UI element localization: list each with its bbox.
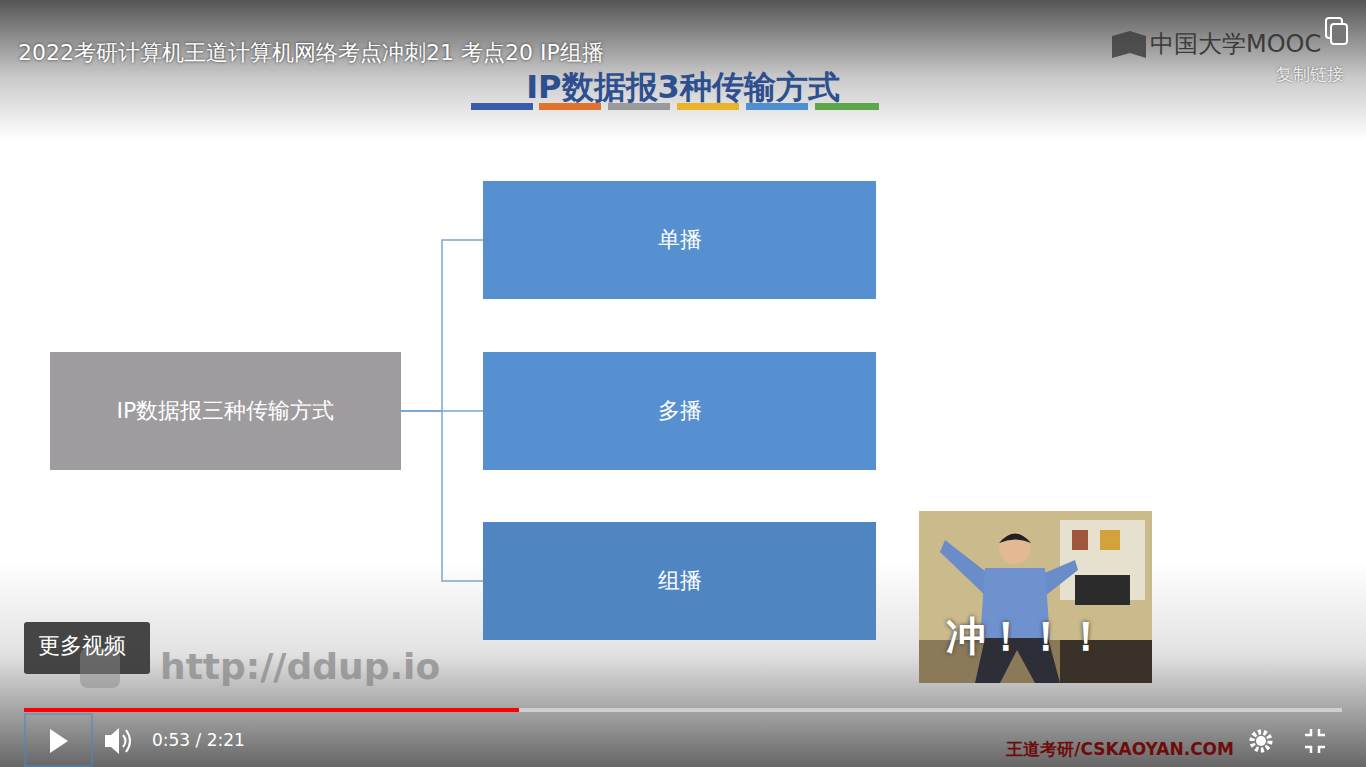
settings-gear: [1252, 732, 1270, 750]
volume-wave: [123, 730, 130, 752]
bracket-connector: [401, 411, 483, 581]
bottom-shade: [0, 560, 1366, 767]
node-text: 单播: [658, 227, 702, 253]
progress-played: [24, 708, 519, 712]
branch-box: 多播: [483, 352, 876, 470]
play-icon: [50, 729, 68, 753]
platform-logo-text: 中国大学MOOC: [1150, 30, 1321, 59]
inset-shelf-item: [1100, 530, 1120, 550]
copy-link-text: 复制链接: [1276, 64, 1344, 84]
node-text: 多播: [658, 398, 702, 424]
branch-box: 组播: [483, 522, 876, 640]
root-box: IP数据报三种传输方式: [50, 352, 401, 470]
progress-track: [24, 708, 1342, 712]
slide-title: IP数据报3种传输方式: [0, 68, 1366, 106]
brand-watermark: 王道考研/CSKAOYAN.COM: [1006, 739, 1234, 759]
inset-speaker: [1075, 575, 1130, 605]
book-icon: [1112, 31, 1146, 58]
color-bar: [471, 103, 533, 110]
copy-icon: [1326, 18, 1347, 44]
presenter-inset: [919, 511, 1152, 683]
presenter-head: [999, 532, 1031, 564]
bracket-connector: [401, 240, 483, 411]
volume-icon: [105, 728, 119, 754]
copy-icon-front: [1331, 24, 1347, 44]
top-shade: [0, 0, 1366, 140]
video-title: 2022考研计算机王道计算机网络考点冲刺21 考点20 IP组播: [18, 40, 604, 66]
inset-caption: 冲！！！: [946, 612, 1106, 660]
progress-bar: [24, 708, 1342, 712]
node-text: 组播: [658, 568, 702, 594]
branch-box: 单播: [483, 181, 876, 299]
play-focus-box: [25, 714, 92, 766]
time-display: 0:53 / 2:21: [152, 730, 245, 750]
watermark: http://ddup.io: [160, 645, 440, 688]
inset-shelf-item: [1072, 530, 1088, 550]
presenter-hair: [999, 534, 1031, 544]
node-text: IP数据报三种传输方式: [117, 398, 335, 424]
more-videos-text: 更多视频: [38, 633, 126, 659]
fullscreen-exit-icon: [1305, 729, 1325, 753]
inset-wall: [919, 511, 1152, 683]
player-controls: [25, 714, 1325, 766]
mooc-logo-icon: [1112, 31, 1146, 58]
settings-gear-hub: [1256, 736, 1266, 746]
